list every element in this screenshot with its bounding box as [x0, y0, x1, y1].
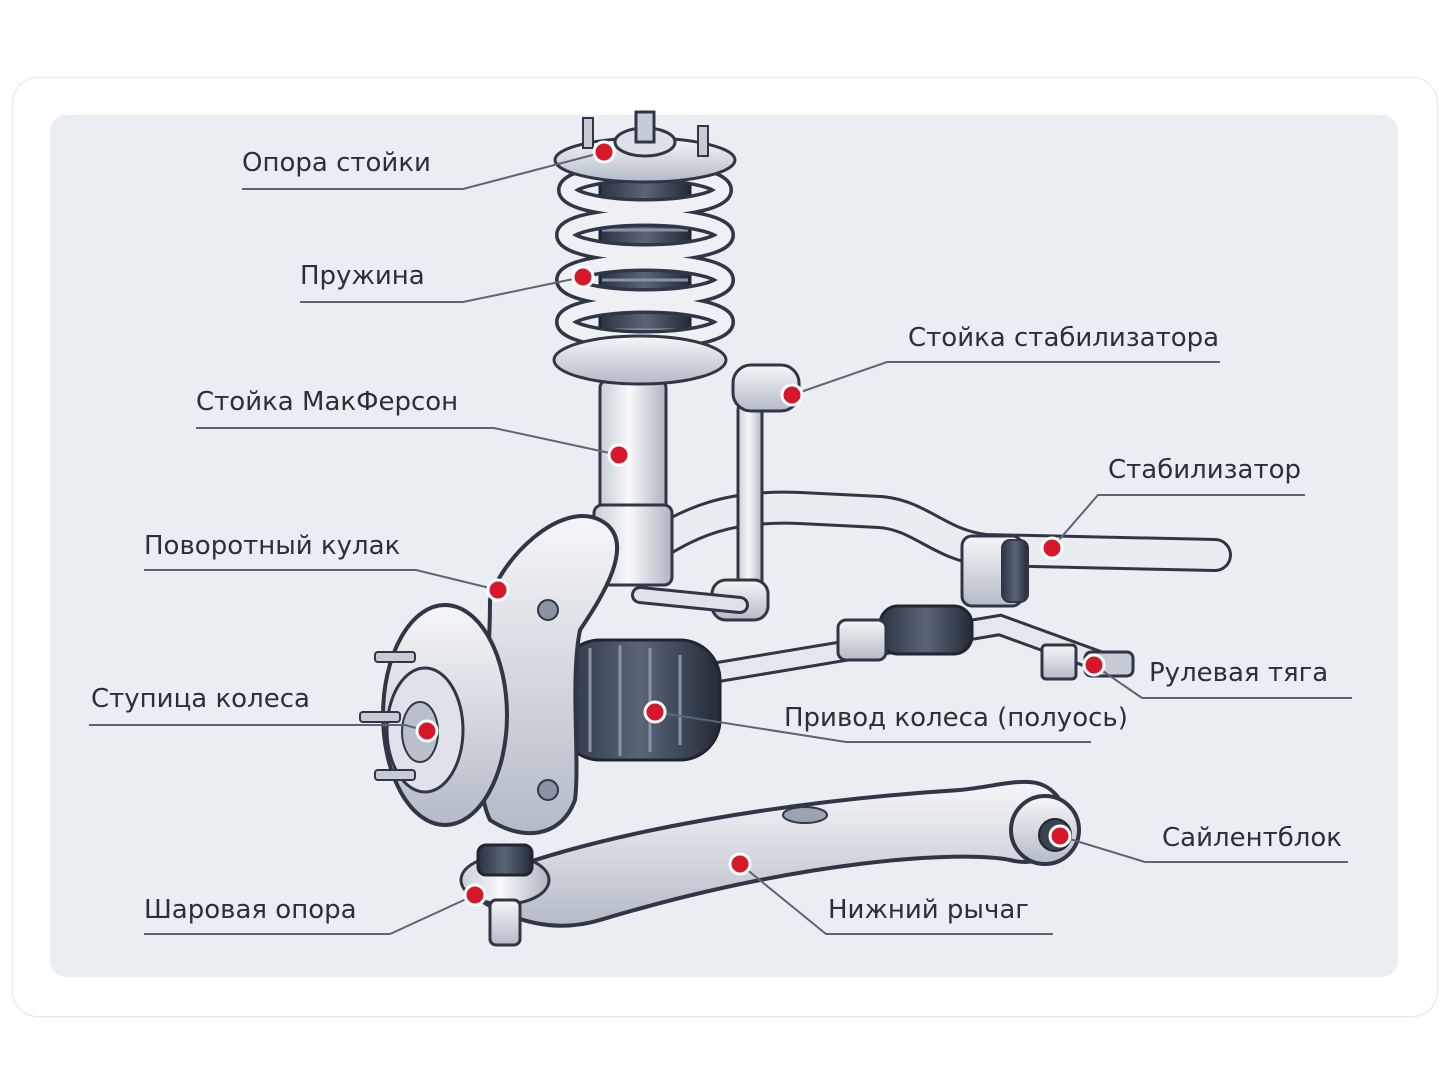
coil-spring	[552, 162, 735, 386]
marker-hub	[415, 719, 439, 743]
label-lower-arm: Нижний рычаг	[828, 895, 1029, 925]
label-stab-link: Стойка стабилизатора	[908, 323, 1220, 353]
marker-lower-arm	[728, 852, 752, 876]
marker-stab-link	[780, 383, 804, 407]
marker-tie-rod	[1082, 653, 1106, 677]
label-strut-mount: Опора стойки	[242, 148, 431, 178]
label-spring: Пружина	[300, 261, 425, 291]
markers	[415, 140, 1106, 907]
label-driveshaft: Привод колеса (полуось)	[784, 703, 1128, 733]
marker-driveshaft	[643, 700, 667, 724]
marker-macpherson	[607, 443, 631, 467]
stabilizer-bar	[623, 490, 1232, 608]
label-knuckle: Поворотный кулак	[144, 531, 401, 561]
wheel-hub	[359, 603, 509, 827]
label-stabilizer: Стабилизатор	[1108, 455, 1301, 485]
label-macpherson: Стойка МакФерсон	[196, 387, 459, 417]
marker-strut-mount	[592, 140, 616, 164]
label-tie-rod: Рулевая тяга	[1149, 658, 1329, 688]
stabilizer-link	[631, 363, 801, 622]
strut-mount	[553, 110, 737, 184]
marker-stabilizer	[1040, 536, 1064, 560]
driveshaft	[558, 638, 722, 762]
marker-ball-joint	[463, 883, 487, 907]
label-hub: Ступица колеса	[91, 684, 310, 714]
label-ball-joint: Шаровая опора	[144, 895, 357, 925]
marker-knuckle	[486, 578, 510, 602]
label-bushing: Сайлентблок	[1162, 823, 1343, 853]
marker-bushing	[1048, 824, 1072, 848]
marker-spring	[571, 265, 595, 289]
